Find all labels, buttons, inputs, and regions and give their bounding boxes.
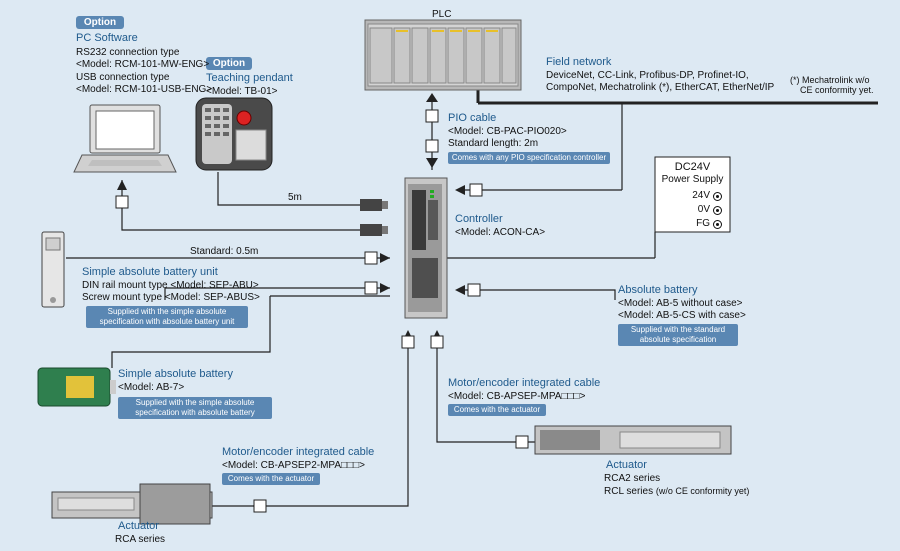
battery-unit-badge-line1: Supplied with the simple absolute: [107, 307, 227, 316]
mechatrolink-note1: (*) Mechatrolink w/o: [790, 75, 870, 85]
actuator-right-series1: RCA2 series: [604, 473, 661, 484]
simple-battery-wire: [111, 296, 271, 368]
actuator-right-icon: [534, 425, 732, 455]
field-network-line1: DeviceNet, CC-Link, Profibus-DP, Profine…: [546, 70, 749, 81]
terminal-24v-label: 24V: [692, 190, 710, 201]
motor-cable-right-wire: [436, 340, 535, 443]
terminal-fg-icon: [713, 219, 722, 229]
actuator-right-series2-note: (w/o CE conformity yet): [655, 486, 750, 496]
plc-icon: [364, 19, 522, 91]
actuator-right-title: Actuator: [606, 459, 647, 471]
actuator-left-title: Actuator: [118, 520, 159, 532]
motor-cable-left-title: Motor/encoder integrated cable: [222, 446, 375, 458]
actuator-left-series: RCA series: [115, 534, 166, 545]
terminal-fg-label: FG: [696, 218, 710, 229]
controller-icon: [404, 177, 448, 319]
usb-type: USB connection type: [76, 72, 170, 83]
simple-battery-icon: [37, 367, 116, 407]
option-badge-pc: Option: [76, 16, 124, 29]
field-network-title: Field network: [546, 56, 612, 68]
absolute-battery-badge-line2: absolute specification: [639, 335, 717, 344]
power-terminals: 24V 0V FG: [660, 190, 722, 230]
arrow-up-plc: [426, 93, 438, 102]
power-supply-title2: Power Supply: [661, 174, 724, 185]
pendant-model: <Model: TB-01>: [206, 86, 278, 97]
option-badge-pendant: Option: [206, 57, 252, 70]
cable-5m-label: 5m: [288, 192, 302, 203]
pendant-cable-wire: [217, 172, 385, 206]
pio-cable-model: <Model: CB-PAC-PIO020>: [448, 126, 567, 137]
terminal-0v-icon: [713, 205, 722, 215]
absolute-battery-title: Absolute battery: [618, 284, 698, 296]
battery-unit-screw: Screw mount type <Model: SEP-ABUS>: [82, 292, 260, 303]
simple-battery-title: Simple absolute battery: [118, 368, 233, 380]
actuator-right-series2: RCL series: [604, 486, 654, 497]
battery-unit-title: Simple absolute battery unit: [82, 266, 218, 278]
simple-battery-badge-line1: Supplied with the simple absolute: [135, 398, 255, 407]
power-supply-title1: DC24V: [674, 161, 711, 173]
arrow-up-pc: [117, 180, 127, 190]
rs232-model: <Model: RCM-101-MW-ENG>: [76, 59, 210, 70]
controller-model: <Model: ACON-CA>: [455, 227, 546, 238]
absolute-battery-model1: <Model: AB-5 without case>: [618, 298, 743, 309]
arrow-left-network: [455, 185, 465, 195]
simple-battery-model: <Model: AB-7>: [118, 382, 185, 393]
motor-cable-right-title: Motor/encoder integrated cable: [448, 377, 601, 389]
absolute-battery-model2: <Model: AB-5-CS with case>: [618, 310, 746, 321]
pio-cable-length: Standard length: 2m: [448, 138, 539, 149]
pio-cable-badge: Comes with any PIO specification control…: [448, 152, 610, 164]
motor-cable-right-model: <Model: CB-APSEP-MPA□□□>: [448, 391, 586, 402]
arrow-left-battery: [455, 285, 465, 295]
teaching-pendant-icon: [195, 97, 273, 171]
arrow-down-controller: [426, 158, 438, 168]
absolute-battery-badge-line1: Supplied with the standard: [630, 325, 726, 334]
plc-title: PLC: [432, 9, 452, 20]
absolute-battery-wire: [462, 289, 616, 300]
plug-connector: [360, 199, 382, 211]
laptop-icon: [73, 104, 177, 173]
pendant-title: Teaching pendant: [206, 72, 293, 84]
mechatrolink-note2: CE conformity yet.: [800, 85, 874, 95]
connector-box: [425, 109, 439, 123]
terminal-0v-label: 0V: [697, 204, 710, 215]
standard-05m-label: Standard: 0.5m: [190, 246, 259, 257]
pio-cable-title: PIO cable: [448, 112, 497, 124]
arrow-right-unit: [380, 253, 390, 263]
motor-cable-left-wire: [210, 340, 409, 507]
controller-title: Controller: [455, 213, 503, 225]
rs232-type: RS232 connection type: [76, 47, 180, 58]
battery-unit-badge-line2: specification with absolute battery unit: [99, 317, 235, 326]
motor-cable-right-badge: Comes with the actuator: [448, 404, 546, 416]
motor-cable-left-badge: Comes with the actuator: [222, 473, 320, 485]
field-network-line2: CompoNet, Mechatrolink (*), EtherCAT, Et…: [546, 82, 775, 93]
pc-software-title: PC Software: [76, 32, 138, 44]
motor-cable-left-model: <Model: CB-APSEP2-MPA□□□>: [222, 460, 365, 471]
simple-battery-badge-line2: specification with absolute battery: [135, 408, 255, 417]
terminal-24v-icon: [713, 191, 722, 201]
actuator-left-icon: [51, 483, 213, 525]
battery-unit-din: DIN rail mount type <Model: SEP-ABU>: [82, 280, 259, 291]
usb-model: <Model: RCM-101-USB-ENG>: [76, 84, 213, 95]
absolute-battery-badge: Supplied with the standard absolute spec…: [618, 324, 738, 346]
simple-battery-badge: Supplied with the simple absolute specif…: [118, 397, 272, 419]
actuator-right-series2-row: RCL series (w/o CE conformity yet): [604, 485, 749, 498]
battery-unit-badge: Supplied with the simple absolute specif…: [86, 306, 248, 328]
battery-unit-icon: [41, 231, 65, 308]
